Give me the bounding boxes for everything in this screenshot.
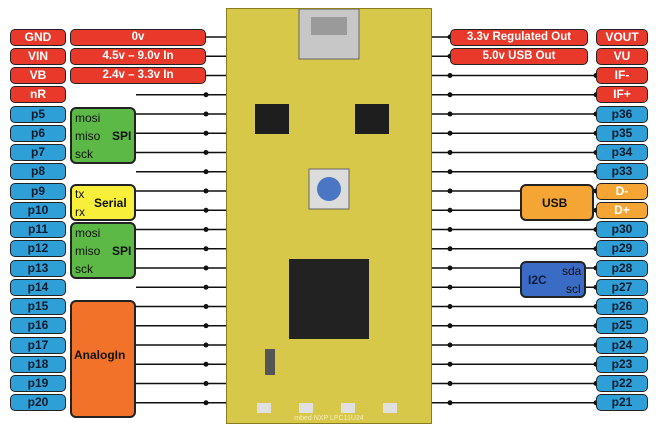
pin-p36[interactable]: p36 [596, 105, 648, 123]
pin-p30[interactable]: p30 [596, 221, 648, 238]
spi-group-1: mosi miso sck SPI [70, 107, 136, 164]
pin-p10[interactable]: p10 [10, 201, 66, 219]
board-silkscreen: mbed NXP LPC11U24 [294, 415, 363, 422]
pin-desc-vb: 2.4v – 3.3v In [70, 67, 206, 84]
pin-endpoint [203, 188, 209, 194]
usb-title: USB [542, 196, 568, 210]
pin-p33[interactable]: p33 [596, 163, 648, 181]
led-3 [341, 403, 355, 413]
pin-endpoint [203, 342, 209, 348]
pin-p22[interactable]: p22 [596, 375, 648, 392]
pin-endpoint [203, 169, 209, 175]
i2c-title: I2C [528, 273, 547, 287]
i2c-sda: sda [562, 264, 582, 278]
pin-endpoint [203, 381, 209, 386]
serial-rx: rx [75, 205, 85, 219]
spi2-mosi: mosi [75, 226, 101, 240]
pin-endpoint [203, 323, 209, 329]
usb-group: USB [520, 184, 594, 221]
usb-port [311, 17, 347, 35]
pin-p13[interactable]: p13 [10, 259, 66, 277]
spi1-miso: miso [75, 129, 101, 143]
i2c-group: I2C sda scl [520, 261, 586, 298]
serial-title: Serial [94, 196, 127, 210]
pin-endpoint [203, 150, 209, 155]
pin-vu[interactable]: VU [596, 47, 648, 65]
pin-endpoint [203, 304, 209, 309]
pin-p14[interactable]: p14 [10, 278, 66, 296]
pin-desc-vu: 5.0v USB Out [450, 47, 588, 65]
pin-p8[interactable]: p8 [10, 163, 66, 181]
pin-p18[interactable]: p18 [10, 355, 66, 373]
pin-p20[interactable]: p20 [10, 394, 66, 412]
spi2-title: SPI [112, 244, 132, 258]
pin-vin[interactable]: VIN [10, 47, 66, 65]
pin-p16[interactable]: p16 [10, 317, 66, 335]
pin-p19[interactable]: p19 [10, 375, 66, 392]
pin-p7[interactable]: p7 [10, 144, 66, 161]
pin-endpoint [203, 111, 209, 117]
pin-p26[interactable]: p26 [596, 298, 648, 315]
pin-nr[interactable]: nR [10, 86, 66, 104]
pin-p29[interactable]: p29 [596, 240, 648, 258]
pin-ifp[interactable]: IF+ [596, 86, 648, 104]
led-2 [299, 403, 313, 413]
i2c-scl: scl [566, 282, 581, 296]
pin-p9[interactable]: p9 [10, 182, 66, 200]
led-4 [383, 403, 397, 413]
pin-endpoint [203, 227, 209, 232]
spi1-mosi: mosi [75, 111, 101, 125]
pin-p23[interactable]: p23 [596, 355, 648, 373]
pin-endpoint [203, 207, 209, 213]
pin-endpoint [203, 361, 209, 367]
pin-p25[interactable]: p25 [596, 317, 648, 335]
analogin-title: AnalogIn [74, 348, 126, 362]
pin-p21[interactable]: p21 [596, 394, 648, 412]
pin-vb[interactable]: VB [10, 67, 66, 84]
pin-p12[interactable]: p12 [10, 240, 66, 258]
pin-dp[interactable]: D+ [596, 201, 648, 219]
spi-group-2: mosi miso sck SPI [70, 222, 136, 279]
pin-vout[interactable]: VOUT [596, 28, 648, 46]
pin-gnd[interactable]: GND [10, 28, 66, 46]
spi2-sck: sck [75, 262, 93, 276]
pin-endpoint [203, 130, 209, 136]
pin-p34[interactable]: p34 [596, 144, 648, 161]
pin-endpoint [203, 265, 209, 271]
pin-p27[interactable]: p27 [596, 278, 648, 296]
pin-endpoint [203, 246, 209, 252]
pin-desc-vout: 3.3v Regulated Out [450, 28, 588, 46]
mbed-board: mbed NXP LPC11U24 [226, 8, 432, 424]
spi1-sck: sck [75, 147, 93, 161]
microcontroller-chip [289, 259, 369, 339]
spi1-title: SPI [112, 129, 132, 143]
pin-p5[interactable]: p5 [10, 105, 66, 123]
regulator-left [255, 104, 289, 134]
pin-endpoint [203, 92, 209, 98]
led-1 [257, 403, 271, 413]
pin-endpoint [203, 284, 209, 290]
pin-p24[interactable]: p24 [596, 336, 648, 354]
pin-dm[interactable]: D- [596, 182, 648, 200]
pin-p17[interactable]: p17 [10, 336, 66, 354]
pin-desc-gnd: 0v [70, 28, 206, 46]
spi2-miso: miso [75, 244, 101, 258]
serial-tx: tx [75, 187, 85, 201]
pin-p6[interactable]: p6 [10, 124, 66, 142]
pin-endpoint [203, 400, 209, 406]
serial-group: tx rx Serial [70, 184, 136, 221]
pin-p35[interactable]: p35 [596, 124, 648, 142]
pin-ifm[interactable]: IF- [596, 67, 648, 84]
pin-p15[interactable]: p15 [10, 298, 66, 315]
reset-button[interactable] [317, 177, 341, 201]
regulator-right [355, 104, 389, 134]
analogin-group: AnalogIn [70, 300, 136, 418]
pin-p11[interactable]: p11 [10, 221, 66, 238]
board-art: mbed NXP LPC11U24 [255, 8, 397, 422]
crystal [265, 349, 275, 375]
pin-p28[interactable]: p28 [596, 259, 648, 277]
pin-desc-vin: 4.5v – 9.0v In [70, 47, 206, 65]
